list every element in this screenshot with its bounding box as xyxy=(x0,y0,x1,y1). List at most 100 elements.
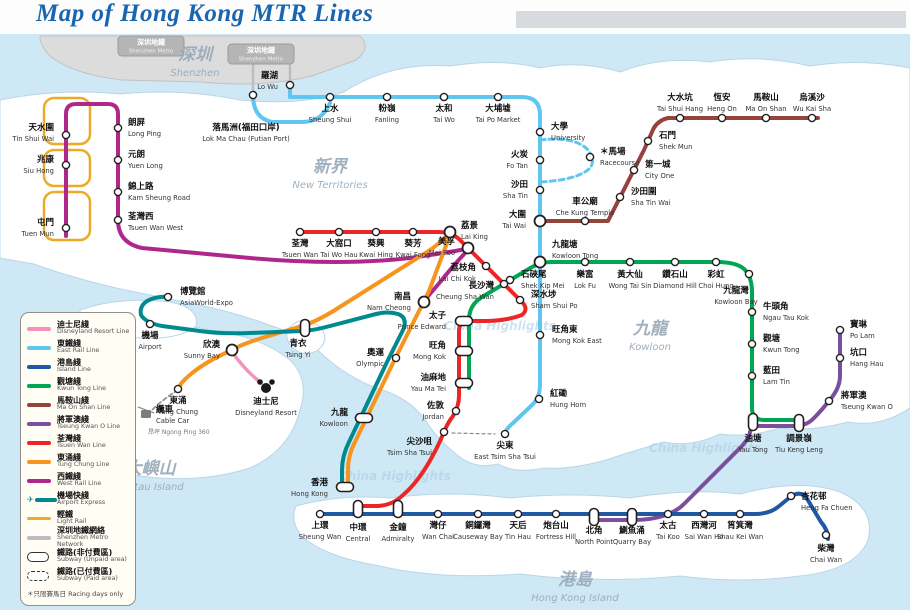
land-shape xyxy=(293,484,870,581)
station-label-en: Mong Kok xyxy=(413,353,446,361)
legend-label-en: West Rail Line xyxy=(57,480,102,488)
station-marker xyxy=(615,192,625,202)
legend-label-en: Tseung Kwan O Line xyxy=(57,423,121,431)
station-marker xyxy=(580,257,590,267)
station-label-en: Tai Wai xyxy=(501,222,526,230)
interchange-pill xyxy=(588,507,600,527)
watermark: China Highlights xyxy=(339,469,451,483)
legend-label-zh: 東鐵綫 xyxy=(57,339,81,348)
station-label-zh: 車公廟 xyxy=(572,196,598,207)
station-marker xyxy=(439,92,449,102)
legend-label-en: Kwun Tong Line xyxy=(57,385,107,393)
station-label-zh: 坑口 xyxy=(850,347,867,358)
svg-text:Shenzhen Metro: Shenzhen Metro xyxy=(129,49,174,55)
station-marker xyxy=(499,279,509,289)
legend-label-en: Airport Express xyxy=(57,499,106,507)
svg-text:Lantau Island: Lantau Island xyxy=(116,482,184,493)
interchange-pill xyxy=(747,412,759,432)
station-label-en: Siu Hong xyxy=(23,167,54,175)
station-label-zh: 杏花邨 xyxy=(801,491,827,502)
station-label-zh: 粉嶺 xyxy=(378,103,396,114)
station-marker xyxy=(629,165,639,175)
station-label-en: Wan Chai xyxy=(422,533,454,541)
station-label-en: Yau Ma Tei xyxy=(410,385,446,393)
station-label-zh: 荔枝角 xyxy=(449,262,476,273)
station-label-en: Fanling xyxy=(375,116,399,124)
station-marker xyxy=(835,353,845,363)
legend-row-subway-unpaid-area: 鐵路(非付費區)Subway (Unpaid area) xyxy=(27,547,130,566)
station-marker xyxy=(371,227,381,237)
station-label-zh: 長沙灣 xyxy=(468,280,494,291)
line-kwun-tong xyxy=(467,260,801,422)
station-label-zh: 柴灣 xyxy=(816,543,835,554)
station-label-en: Tsuen Wan xyxy=(281,251,318,259)
station-label-en: Tin Hau xyxy=(504,533,531,541)
legend-label-zh: 港島綫 xyxy=(57,358,81,367)
station-label-zh: 荔景 xyxy=(460,220,479,231)
station-marker xyxy=(535,127,545,137)
svg-text:九龍: 九龍 xyxy=(632,319,670,339)
station-label-zh: 天后 xyxy=(509,520,527,531)
station-label-en: Cheung Sha Wan xyxy=(436,293,494,301)
station-label-en: Tiu Keng Leng xyxy=(774,446,823,454)
station-label-en: Shek Mun xyxy=(659,143,692,151)
station-label-en: Fo Tan xyxy=(507,162,529,170)
station-label-en: Wu Kai Sha xyxy=(793,105,831,113)
station-label-zh: 朗屏 xyxy=(128,117,146,128)
svg-text:昂坪 Ngong Ping 360: 昂坪 Ngong Ping 360 xyxy=(148,428,210,436)
legend-swatch xyxy=(27,364,57,369)
svg-text:深圳: 深圳 xyxy=(178,45,215,65)
station-label-zh: 大窩口 xyxy=(326,238,352,249)
svg-text:深圳地鐵: 深圳地鐵 xyxy=(137,38,165,47)
station-marker xyxy=(113,155,123,165)
station-marker xyxy=(585,152,595,162)
station-label-zh: 火炭 xyxy=(511,149,529,160)
station-label-zh: 牛頭角 xyxy=(763,301,789,312)
legend-swatch: ✈ xyxy=(27,495,57,504)
station-label-zh: ＊馬場 xyxy=(600,146,626,157)
station-label-en: Tsuen Wan West xyxy=(127,224,183,232)
interchange-pill xyxy=(454,315,474,327)
interchange-pill xyxy=(354,412,374,424)
line-shenzhen-metro xyxy=(251,60,292,94)
line-east-rail xyxy=(251,83,542,436)
station-label-en: Tai Shui Hang xyxy=(656,105,703,113)
station-label-en: Lam Tin xyxy=(763,378,790,386)
station-label-zh: 香港 xyxy=(310,477,329,488)
station-label-zh: 沙田圍 xyxy=(631,186,657,197)
interchange-pill xyxy=(793,413,805,433)
station-label-zh: 大埔墟 xyxy=(485,103,511,114)
station-label-en: Tai Wo xyxy=(432,116,455,124)
station-label-zh: 第一城 xyxy=(645,159,671,170)
station-label-zh: 石門 xyxy=(658,131,676,141)
station-marker xyxy=(248,90,258,100)
